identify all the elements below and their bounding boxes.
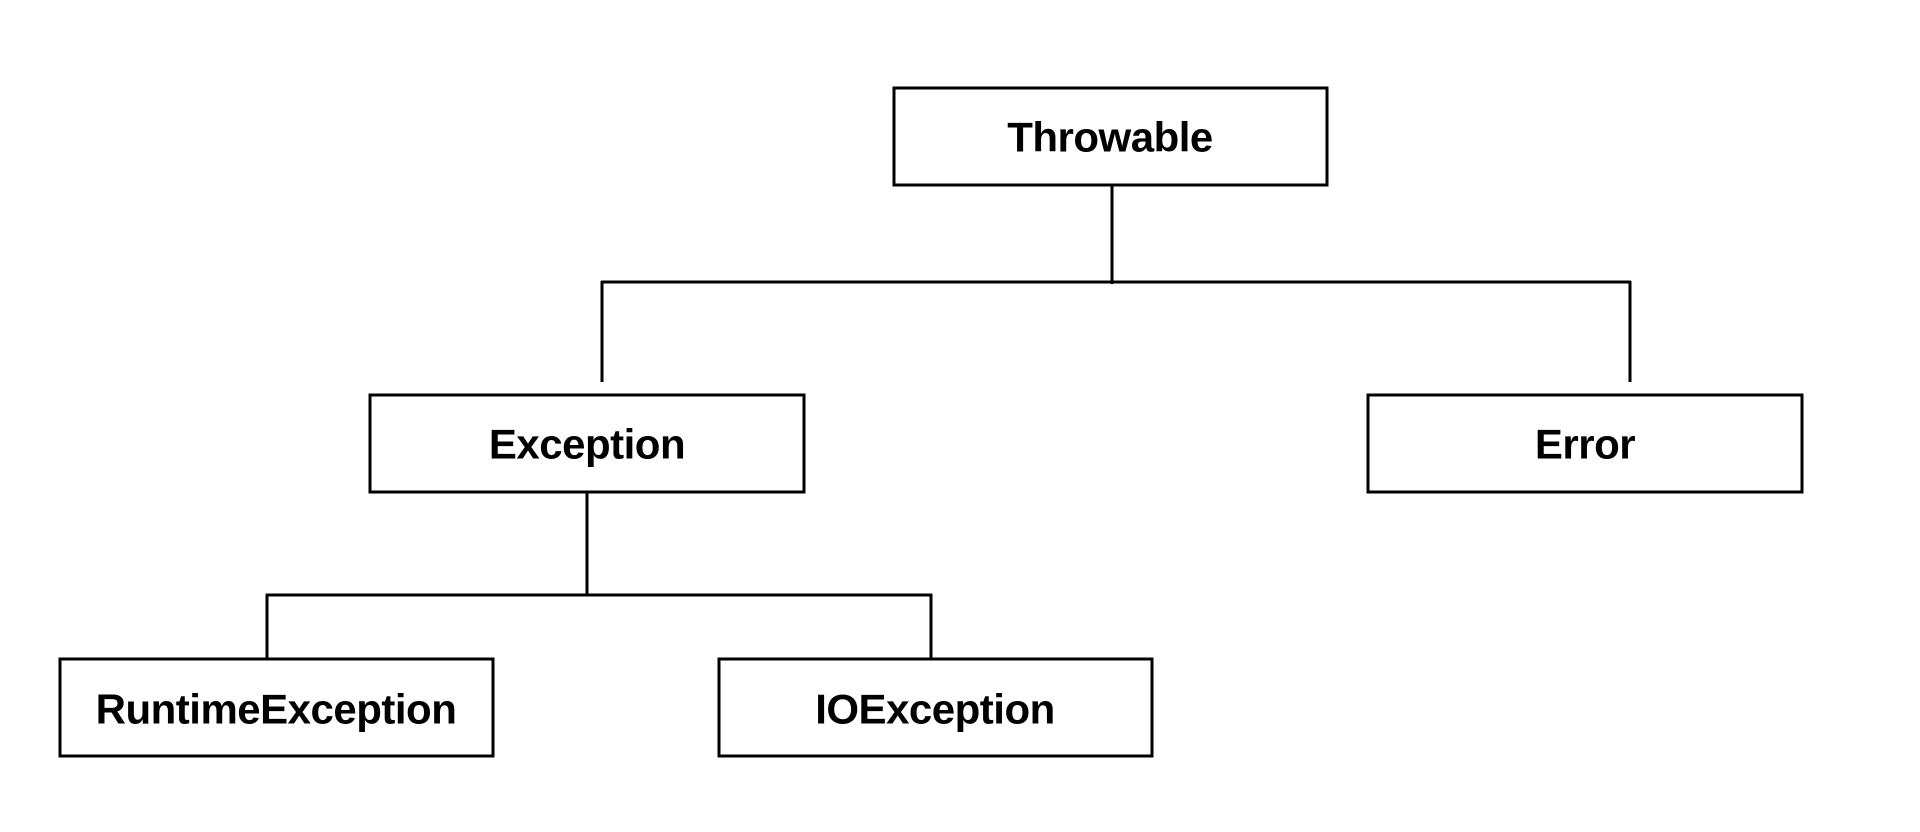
node-runtime-exception-box	[58, 657, 495, 758]
node-throwable-label: Throwable	[1007, 114, 1213, 161]
node-exception: Exception	[368, 393, 806, 494]
node-exception-box	[368, 393, 806, 494]
node-error-box	[1366, 393, 1804, 494]
node-io-exception-box	[717, 657, 1154, 758]
node-runtime-exception: RuntimeException	[58, 657, 495, 758]
node-throwable-box	[892, 86, 1329, 187]
connectors	[265, 184, 1632, 658]
node-error: Error	[1366, 393, 1804, 494]
node-io-exception-label: IOException	[815, 686, 1055, 733]
node-exception-label: Exception	[489, 421, 685, 468]
node-error-label: Error	[1535, 421, 1635, 468]
node-runtime-exception-label: RuntimeException	[96, 686, 457, 733]
node-io-exception: IOException	[717, 657, 1154, 758]
node-throwable: Throwable	[892, 86, 1329, 187]
